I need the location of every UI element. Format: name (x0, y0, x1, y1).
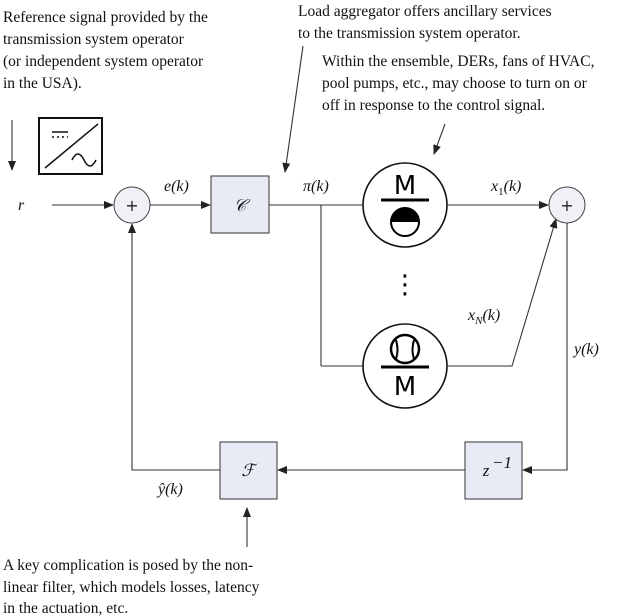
svg-text:ℱ: ℱ (241, 461, 258, 480)
svg-text:Reference signal provided by t: Reference signal provided by the (3, 9, 208, 26)
svg-text:+: + (125, 196, 138, 215)
svg-text:z: z (482, 461, 490, 480)
ellipsis-dots: ⋮ (392, 270, 418, 300)
reference-signal-note: Reference signal provided by the transmi… (3, 9, 208, 92)
svg-text:Within the ensemble, DERs, fan: Within the ensemble, DERs, fans of HVAC, (322, 53, 594, 70)
pump-icon (390, 207, 420, 237)
signal-e-label: e(k) (164, 178, 189, 195)
summing-junction-right: + (548, 186, 586, 224)
signal-xn-label: xN(k) (467, 307, 500, 327)
motor-unit-1: M (362, 162, 448, 248)
svg-text:M: M (394, 171, 416, 201)
svg-text:(or independent system operato: (or independent system operator (3, 53, 204, 70)
svg-text:−1: −1 (492, 453, 512, 472)
svg-text:Load aggregator offers ancilla: Load aggregator offers ancillary service… (298, 3, 552, 20)
signal-x1-label: x1(k) (490, 178, 521, 198)
fan-icon (389, 333, 421, 365)
signal-generator-icon (38, 117, 103, 175)
signal-yhat-label: ŷ(k) (156, 481, 183, 498)
svg-text:linear filter, which models lo: linear filter, which models losses, late… (3, 579, 260, 596)
signal-y-label: y(k) (572, 341, 599, 358)
motorn-to-sum-wire (447, 218, 558, 367)
summing-junction-left: + (113, 186, 151, 224)
svg-text:A key complication is posed by: A key complication is posed by the non- (3, 557, 253, 574)
signal-pi-label: π(k) (303, 178, 329, 195)
svg-text:to the transmission system ope: to the transmission system operator. (298, 25, 521, 42)
filter-block: ℱ (219, 441, 278, 500)
svg-text:in the actuation, etc.: in the actuation, etc. (3, 600, 128, 616)
motor-unit-n: M (362, 323, 448, 409)
svg-text:in the USA).: in the USA). (3, 75, 82, 92)
svg-text:off in response to the control: off in response to the control signal. (322, 97, 545, 114)
aggregator-note-arrow (282, 45, 304, 173)
svg-text:pool pumps, etc., may choose t: pool pumps, etc., may choose to turn on … (322, 75, 588, 92)
ensemble-note-arrow (433, 123, 446, 155)
svg-text:+: + (560, 196, 573, 215)
ensemble-note: Within the ensemble, DERs, fans of HVAC,… (322, 53, 594, 114)
svg-text:M: M (394, 372, 416, 402)
filter-to-sum-feedback-wire (128, 223, 220, 471)
load-aggregator-note: Load aggregator offers ancillary service… (298, 3, 552, 42)
controller-block: 𝒞 (210, 175, 270, 234)
complication-note: A key complication is posed by the non- … (3, 557, 260, 616)
delay-block: z −1 (464, 441, 523, 500)
svg-text:transmission system operator: transmission system operator (3, 31, 185, 48)
signal-r-label: r (18, 197, 25, 214)
output-to-delay-wire (522, 223, 568, 474)
